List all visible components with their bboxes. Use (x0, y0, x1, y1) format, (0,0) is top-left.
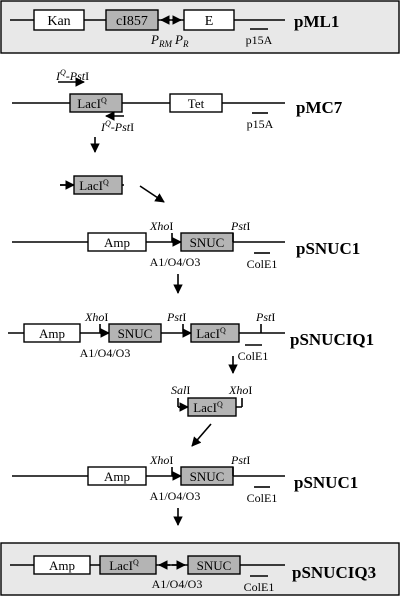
psnuc1-b-amp-label: Amp (104, 469, 130, 484)
psnuciq1-snuc-label: SNUC (118, 326, 153, 341)
psnuc1-b-xho-label: XhoI (149, 453, 173, 467)
psnuciq3-amp-gene (33, 555, 91, 575)
psnuciq1-pst2-label: PstI (255, 310, 275, 324)
fragment2-xho-label: XhoI (228, 383, 252, 397)
step-arrow-5 (191, 423, 212, 447)
psnuciq1-pst1-label: PstI (166, 310, 186, 324)
psnuciq1-cole1-label: ColE1 (238, 349, 269, 363)
pmc7-construct: IQ-PstI LacIQ IQ-PstI Tet p15A pMC7 (12, 68, 343, 134)
psnuc1-a-construct: Amp XhoI SNUC PstI A1/O4/O3 ColE1 pSNUC1 (12, 219, 360, 271)
psnuc1-a-pst-label: PstI (230, 219, 250, 233)
tet-label: Tet (188, 96, 205, 111)
ci857-label: cI857 (116, 14, 148, 29)
laciq-fragment-1: LacIQ (60, 175, 124, 195)
psnuciq1-construct: Amp XhoI SNUC PstI LacIQ PstI A1/O4/O3 C… (8, 310, 374, 363)
pml1-title: pML1 (294, 12, 339, 31)
psnuc1-b-pst-label: PstI (230, 453, 250, 467)
fragment1-laciq-label: LacIQ (79, 178, 109, 193)
e-gene (183, 9, 235, 31)
psnuc1-b-amp-gene (87, 466, 147, 486)
psnuciq1-laciq-gene (190, 323, 240, 343)
psnuc1-b-construct: Amp XhoI SNUC PstI A1/O4/O3 ColE1 pSNUC1 (12, 453, 358, 505)
fragment1-laciq-gene (73, 175, 123, 195)
psnuciq1-amp-label: Amp (39, 326, 65, 341)
psnuciq1-title: pSNUCIQ1 (290, 330, 374, 349)
pr-label: PR (174, 32, 189, 49)
reverse-primer-label: IQ-PstI (100, 119, 134, 134)
psnuc1-b-cole1-label: ColE1 (247, 491, 278, 505)
tet-gene (169, 93, 223, 113)
psnuciq3-snuc-label: SNUC (197, 558, 232, 573)
psnuc1-a-promoter-label: A1/O4/O3 (150, 255, 201, 269)
ci857-gene (105, 9, 159, 31)
psnuc1-b-promoter-label: A1/O4/O3 (150, 489, 201, 503)
psnuciq3-amp-label: Amp (49, 558, 75, 573)
psnuciq1-laciq-label: LacIQ (196, 326, 226, 341)
kan-label: Kan (47, 14, 70, 29)
prm-label: PRM (150, 32, 172, 49)
laciq-gene (69, 93, 123, 113)
psnuc1-a-xho-label: XhoI (149, 219, 173, 233)
psnuc1-a-amp-gene (87, 232, 147, 252)
laciq-label: LacIQ (77, 96, 107, 111)
psnuciq1-promoter-label: A1/O4/O3 (80, 346, 131, 360)
psnuc1-a-cole1-label: ColE1 (247, 257, 278, 271)
step-arrow-2 (139, 185, 165, 203)
pmc7-p15a-label: p15A (247, 117, 274, 131)
psnuciq1-snuc-gene (108, 323, 162, 343)
p15a-label: p15A (246, 33, 273, 47)
forward-primer-label: IQ-PstI (55, 68, 89, 83)
psnuciq3-cole1-label: ColE1 (244, 580, 275, 594)
psnuciq3-panel: Amp LacIQ SNUC A1/O4/O3 ColE1 pSNUCIQ3 (0, 542, 400, 596)
psnuc1-b-snuc-label: SNUC (190, 469, 225, 484)
fragment2-sal-label: SalI (171, 383, 190, 397)
psnuc1-a-amp-label: Amp (104, 235, 130, 250)
pmc7-title: pMC7 (296, 98, 343, 117)
kan-gene (33, 9, 85, 31)
psnuciq3-laciq-label: LacIQ (109, 558, 139, 573)
psnuc1-b-title: pSNUC1 (294, 473, 358, 492)
psnuciq3-laciq-gene (99, 555, 157, 575)
fragment2-laciq-gene (187, 397, 237, 417)
psnuciq1-amp-gene (23, 323, 81, 343)
psnuciq3-promoter-label: A1/O4/O3 (152, 577, 203, 591)
psnuciq1-xho-label: XhoI (84, 310, 108, 324)
laciq-fragment-2: SalI XhoI LacIQ (171, 383, 252, 417)
pml1-panel: Kan cI857 E PRM PR p15A pML1 (0, 0, 400, 54)
psnuc1-a-snuc-label: SNUC (190, 235, 225, 250)
fragment2-laciq-label: LacIQ (193, 400, 223, 415)
psnuciq3-title: pSNUCIQ3 (292, 563, 376, 582)
psnuc1-a-title: pSNUC1 (296, 239, 360, 258)
psnuciq3-snuc-gene (187, 555, 241, 575)
e-label: E (205, 14, 214, 29)
